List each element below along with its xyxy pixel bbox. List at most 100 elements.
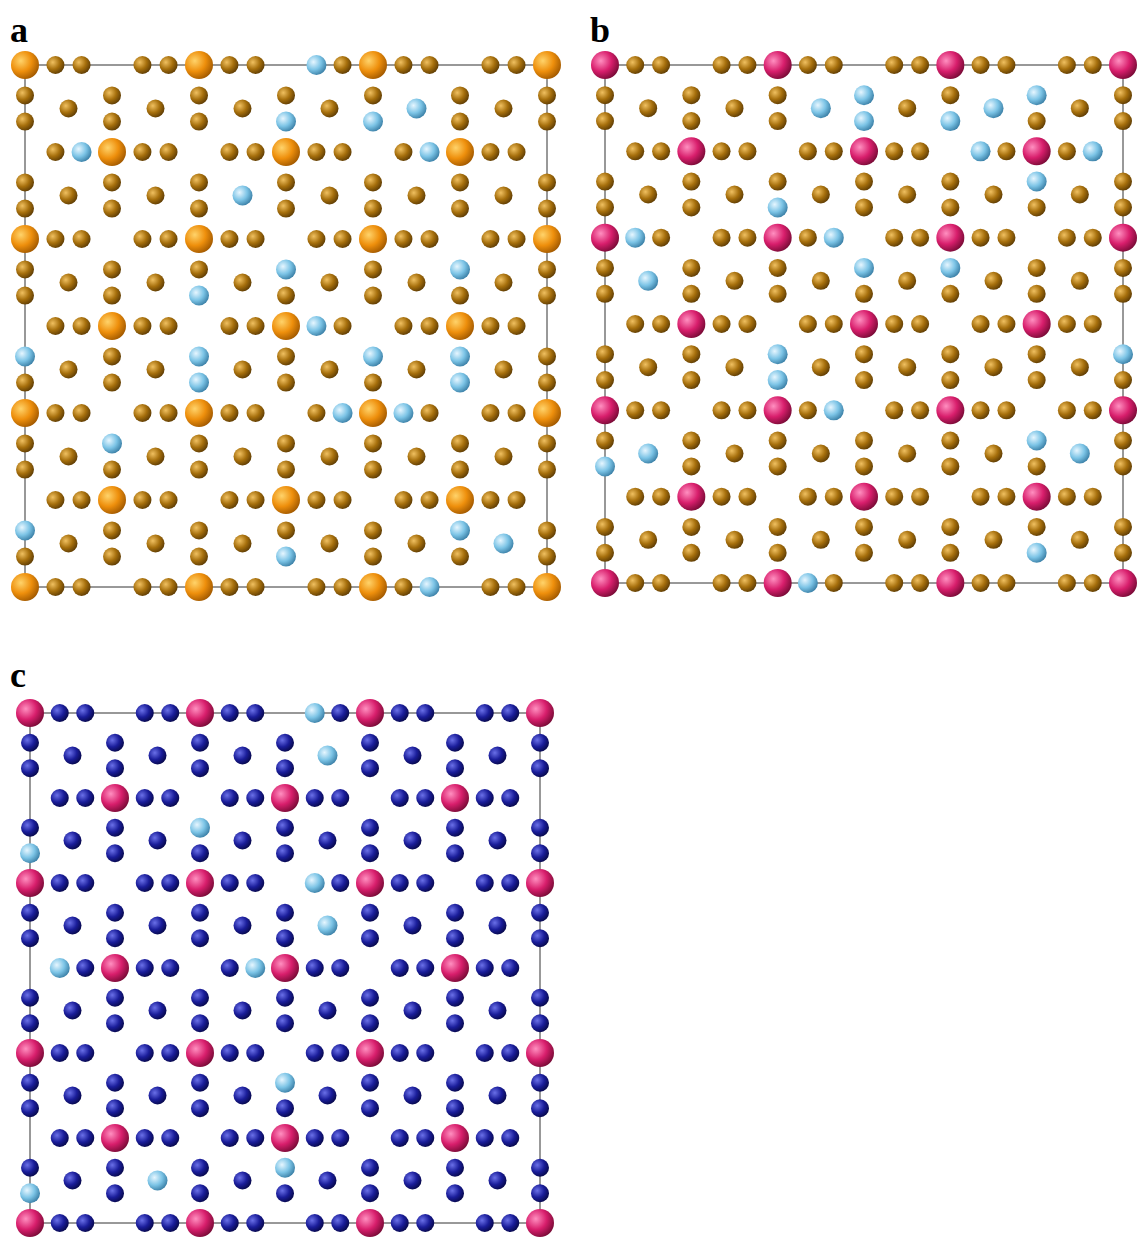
large-atom xyxy=(272,486,300,514)
small-atom xyxy=(997,142,1015,160)
small-atom xyxy=(247,56,265,74)
small-atom xyxy=(190,434,208,452)
small-atom xyxy=(855,518,873,536)
dopant-atom xyxy=(971,141,991,161)
small-atom xyxy=(421,230,439,248)
large-atom xyxy=(936,51,964,79)
small-atom xyxy=(247,491,265,509)
small-atom xyxy=(972,488,990,506)
small-atom xyxy=(1114,173,1132,191)
small-atom xyxy=(103,548,121,566)
small-atom xyxy=(531,844,549,862)
small-atom xyxy=(103,173,121,191)
small-atom xyxy=(306,959,324,977)
large-atom xyxy=(1023,483,1051,511)
small-atom xyxy=(713,56,731,74)
large-atom xyxy=(677,310,705,338)
small-atom xyxy=(76,1129,94,1147)
small-atom xyxy=(531,1074,549,1092)
small-atom xyxy=(60,535,78,553)
small-atom xyxy=(682,518,700,536)
small-atom xyxy=(1028,371,1046,389)
small-atom xyxy=(246,1129,264,1147)
small-atom xyxy=(160,56,178,74)
small-atom xyxy=(220,56,238,74)
large-atom xyxy=(356,699,384,727)
small-atom xyxy=(321,535,339,553)
small-atom xyxy=(825,315,843,333)
small-atom xyxy=(531,1099,549,1117)
large-atom xyxy=(98,138,126,166)
small-atom xyxy=(531,904,549,922)
small-atom xyxy=(652,229,670,247)
small-atom xyxy=(1071,272,1089,290)
small-atom xyxy=(103,521,121,539)
small-atom xyxy=(416,1129,434,1147)
small-atom xyxy=(885,142,903,160)
small-atom xyxy=(416,704,434,722)
small-atom xyxy=(21,929,39,947)
small-atom xyxy=(1114,198,1132,216)
small-atom xyxy=(911,401,929,419)
small-atom xyxy=(726,531,744,549)
small-atom xyxy=(941,457,959,475)
small-atom xyxy=(713,488,731,506)
small-atom xyxy=(307,143,325,161)
small-atom xyxy=(220,404,238,422)
small-atom xyxy=(391,874,409,892)
large-atom xyxy=(591,569,619,597)
small-atom xyxy=(51,704,69,722)
small-atom xyxy=(481,491,499,509)
small-atom xyxy=(596,518,614,536)
small-atom xyxy=(147,187,165,205)
dopant-atom xyxy=(318,916,338,936)
small-atom xyxy=(46,56,64,74)
small-atom xyxy=(191,759,209,777)
large-atom xyxy=(272,312,300,340)
small-atom xyxy=(769,544,787,562)
small-atom xyxy=(51,874,69,892)
small-atom xyxy=(161,874,179,892)
small-atom xyxy=(531,989,549,1007)
small-atom xyxy=(1114,285,1132,303)
small-atom xyxy=(626,315,644,333)
small-atom xyxy=(161,959,179,977)
small-atom xyxy=(682,544,700,562)
small-atom xyxy=(626,142,644,160)
large-atom xyxy=(533,573,561,601)
small-atom xyxy=(106,844,124,862)
small-atom xyxy=(997,56,1015,74)
small-atom xyxy=(276,734,294,752)
small-atom xyxy=(421,404,439,422)
dopant-atom xyxy=(854,111,874,131)
small-atom xyxy=(682,285,700,303)
small-atom xyxy=(161,1044,179,1062)
dopant-atom xyxy=(638,444,658,464)
small-atom xyxy=(489,917,507,935)
large-atom xyxy=(356,869,384,897)
small-atom xyxy=(191,844,209,862)
small-atom xyxy=(508,317,526,335)
small-atom xyxy=(508,143,526,161)
small-atom xyxy=(726,358,744,376)
small-atom xyxy=(812,531,830,549)
small-atom xyxy=(911,142,929,160)
small-atom xyxy=(221,959,239,977)
small-atom xyxy=(972,401,990,419)
small-atom xyxy=(64,1172,82,1190)
small-atom xyxy=(652,401,670,419)
small-atom xyxy=(489,1087,507,1105)
small-atom xyxy=(898,186,916,204)
dopant-atom xyxy=(407,99,427,119)
small-atom xyxy=(321,361,339,379)
small-atom xyxy=(103,347,121,365)
small-atom xyxy=(221,1044,239,1062)
small-atom xyxy=(247,317,265,335)
small-atom xyxy=(476,959,494,977)
small-atom xyxy=(21,759,39,777)
large-atom xyxy=(936,569,964,597)
small-atom xyxy=(133,404,151,422)
dopant-atom xyxy=(595,456,615,476)
small-atom xyxy=(911,315,929,333)
dopant-atom xyxy=(450,373,470,393)
